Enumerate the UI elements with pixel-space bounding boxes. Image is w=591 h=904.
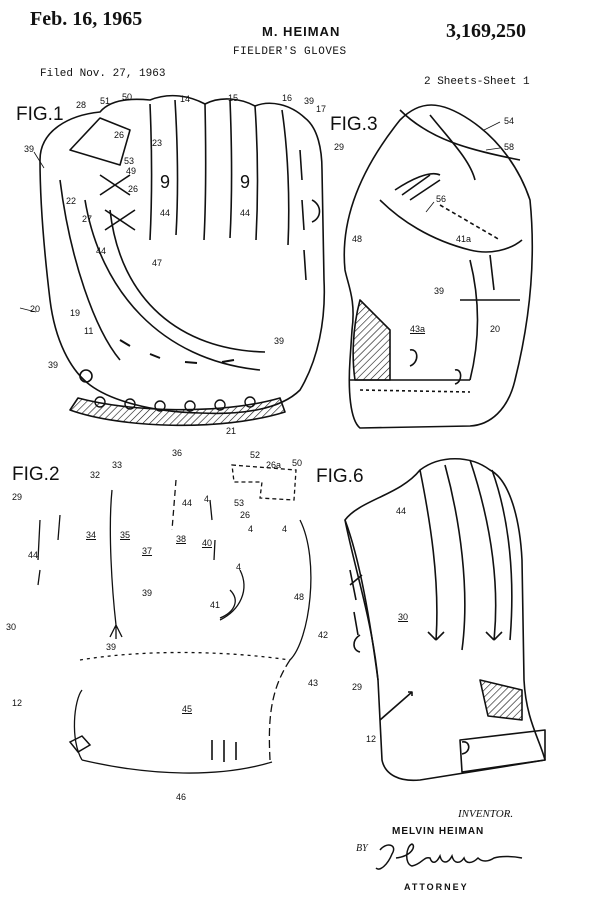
inventor-surname: M. HEIMAN — [262, 24, 341, 39]
fig3-ref: 39 — [434, 286, 445, 296]
fig2-ref: 39 — [142, 588, 153, 598]
fig2-ref: 50 — [292, 458, 303, 468]
fig2-ref: 45 — [182, 704, 193, 714]
fig1-ref: 47 — [152, 258, 163, 268]
fig1-ref: 15 — [228, 93, 239, 103]
fig3-ref: 20 — [490, 324, 501, 334]
fig2-ref: 41 — [210, 600, 221, 610]
patent-title: FIELDER'S GLOVES — [233, 46, 347, 58]
fig2-ref: 46 — [176, 792, 187, 802]
inventor-name: MELVIN HEIMAN — [392, 826, 485, 837]
fig3-ref: 43a — [410, 324, 426, 334]
fig2-ref: 30 — [6, 622, 17, 632]
fig2-ref: 43 — [308, 678, 319, 688]
fig1-section-mark: 9 — [240, 172, 251, 192]
fig1-ref: 36 — [172, 448, 183, 458]
patent-number: 3,169,250 — [446, 20, 526, 42]
fig2-ref: 39 — [106, 642, 117, 652]
fig6-ref: 44 — [396, 506, 407, 516]
fig2-ref: 4 — [204, 494, 210, 504]
inventor-label: INVENTOR. — [458, 808, 514, 820]
fig2-ref: 26a — [266, 460, 282, 470]
fig3-outline — [343, 104, 534, 429]
fig1-ref: 22 — [66, 196, 77, 206]
fig3-ref: 41a — [456, 234, 472, 244]
attorney-label: ATTORNEY — [404, 882, 469, 892]
fig2-ref: 52 — [250, 450, 261, 460]
sheet-count: 2 Sheets-Sheet 1 — [424, 76, 530, 88]
fig3-glove-drawing — [343, 104, 534, 429]
fig3-label: FIG.3 — [330, 114, 378, 135]
fig1-ref: 39 — [274, 336, 285, 346]
fig1-glove-drawing — [39, 94, 326, 427]
fig2-ref: 44 — [182, 498, 193, 508]
fig1-ref: 39 — [24, 144, 35, 154]
fig6-ref: 30 — [398, 612, 409, 622]
fig2-ref: 32 — [90, 470, 101, 480]
fig2-ref: 29 — [12, 492, 23, 502]
fig2-ref: 33 — [112, 460, 123, 470]
fig1-label: FIG.1 — [16, 104, 64, 125]
fig2-ref: 44 — [28, 550, 39, 560]
fig2-ref: 4 — [282, 524, 288, 534]
fig1-ref: 39 — [304, 96, 315, 106]
attorney-signature — [375, 843, 523, 870]
fig1-ref: 21 — [226, 426, 237, 436]
fig1-ref: 14 — [180, 94, 191, 104]
fig2-ref: 42 — [318, 630, 329, 640]
fig6-outline — [344, 458, 546, 782]
fig1-ref: 26 — [128, 184, 139, 194]
fig1-ref: 19 — [70, 308, 81, 318]
fig1-ref: 50 — [122, 92, 133, 102]
fig3-ref: 48 — [352, 234, 363, 244]
fig2-ref: 38 — [176, 534, 187, 544]
fig3-ref: 56 — [436, 194, 447, 204]
fig1-ref: 44 — [240, 208, 251, 218]
fig1-ref: 27 — [82, 214, 93, 224]
fig2-ref: 26 — [240, 510, 251, 520]
fig6-ref: 29 — [352, 682, 363, 692]
fig6-glove-drawing — [344, 458, 546, 782]
fig2-ref: 12 — [12, 698, 23, 708]
fig6-label: FIG.6 — [316, 466, 364, 487]
fig2-ref: 53 — [234, 498, 245, 508]
fig1-ref: 16 — [282, 93, 293, 103]
fig2-ref: 34 — [86, 530, 97, 540]
fig2-pattern-drawing — [37, 464, 312, 774]
fig2-ref: 48 — [294, 592, 305, 602]
fig2-ref: 40 — [202, 538, 213, 548]
filed-date: Filed Nov. 27, 1963 — [40, 68, 166, 80]
fig6-ref: 12 — [366, 734, 377, 744]
fig2-ref: 35 — [120, 530, 131, 540]
fig1-ref: 28 — [76, 100, 87, 110]
fig1-ref: 11 — [84, 326, 94, 336]
fig1-ref: 29 — [334, 142, 345, 152]
fig2-ref: 37 — [142, 546, 153, 556]
fig1-section-mark: 9 — [160, 172, 171, 192]
fig1-ref: 26 — [114, 130, 125, 140]
fig1-ref: 53 — [124, 156, 135, 166]
fig3-ref: 58 — [504, 142, 515, 152]
fig1-ref: 39 — [48, 360, 59, 370]
fig1-ref: 44 — [96, 246, 107, 256]
fig1-ref: 23 — [152, 138, 163, 148]
patent-date: Feb. 16, 1965 — [30, 8, 143, 30]
fig3-ref: 54 — [504, 116, 515, 126]
fig2-ref: 4 — [236, 562, 242, 572]
by-label: BY — [356, 843, 368, 854]
fig2-ref: 4 — [248, 524, 254, 534]
fig2-label: FIG.2 — [12, 464, 60, 485]
fig1-outline — [39, 94, 326, 415]
fig1-ref: 49 — [126, 166, 137, 176]
fig1-ref: 44 — [160, 208, 171, 218]
fig1-ref: 17 — [316, 104, 327, 114]
fig1-ref: 51 — [100, 96, 111, 106]
fig1-ref: 20 — [30, 304, 41, 314]
